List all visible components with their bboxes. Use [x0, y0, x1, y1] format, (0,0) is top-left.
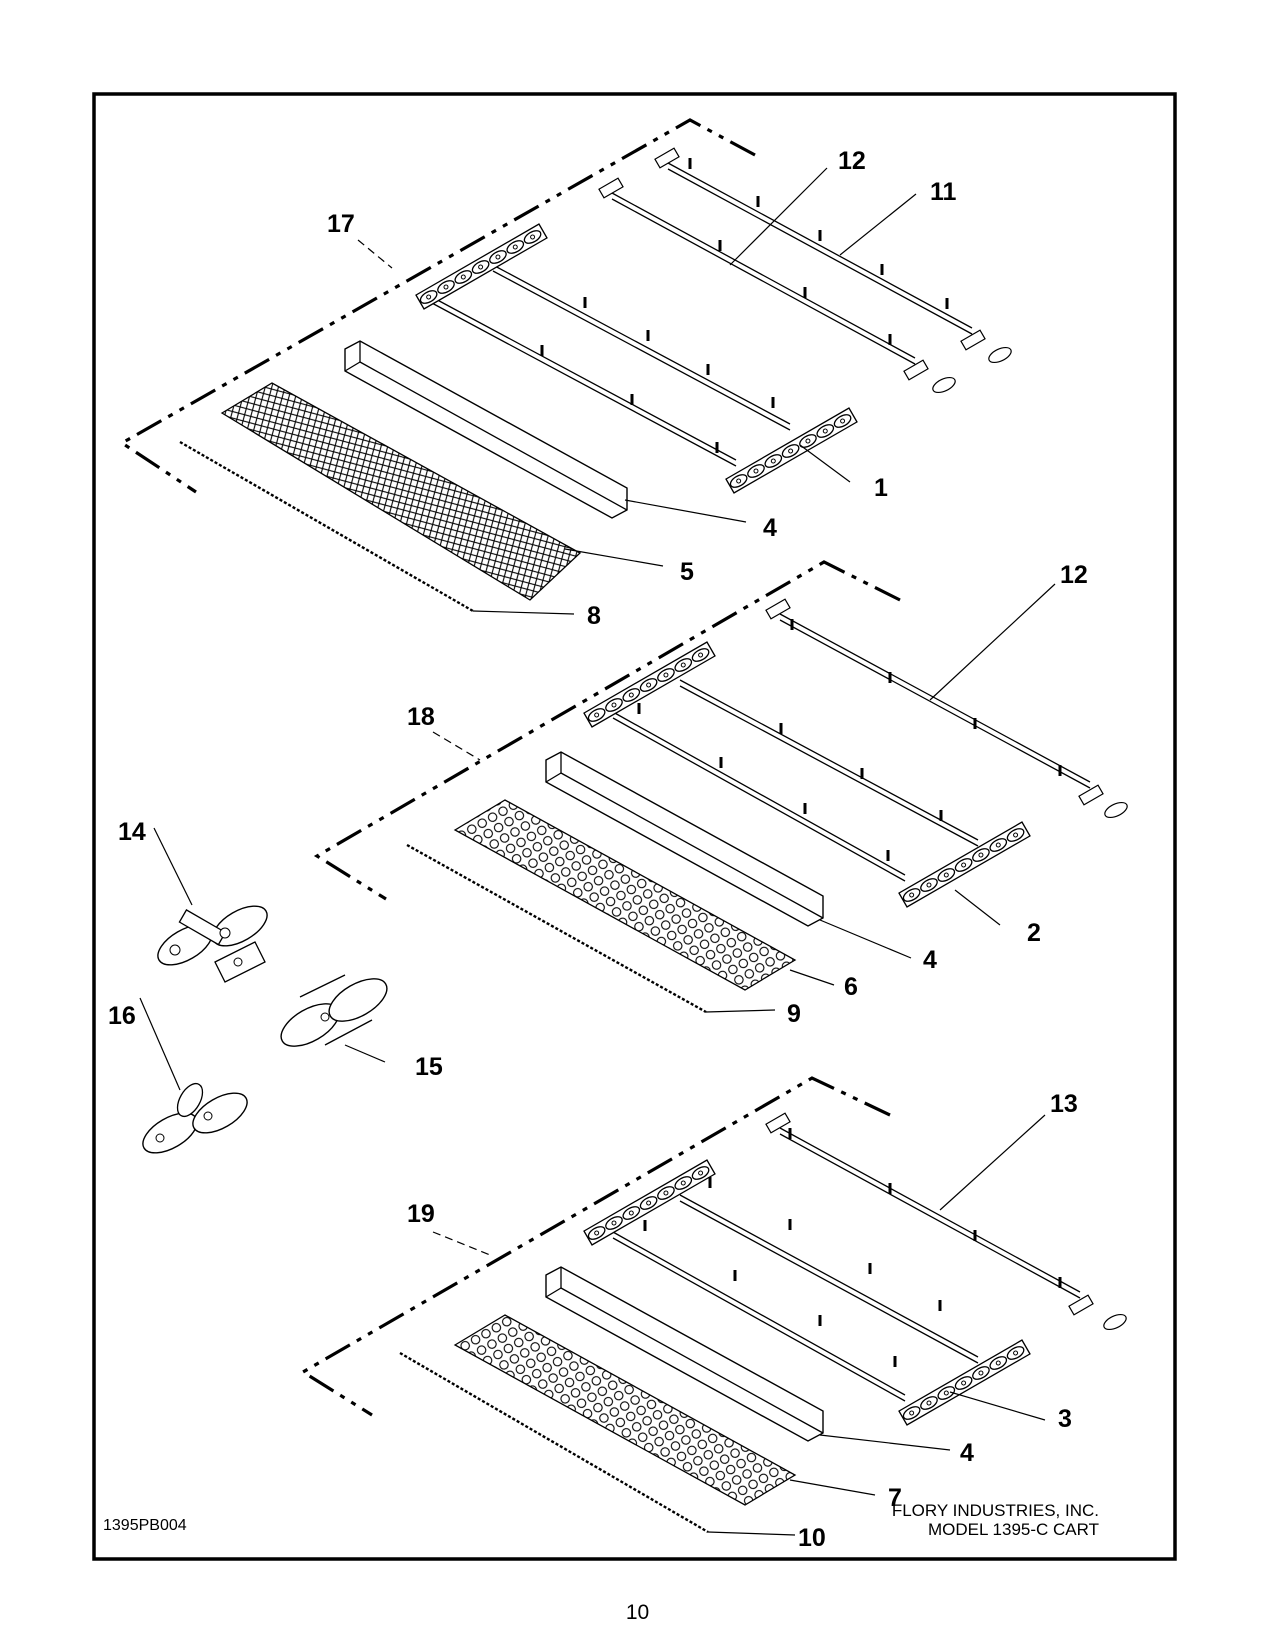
assembly-18-bracket: [313, 560, 901, 901]
callout-3: 3: [1058, 1405, 1072, 1433]
assembly-18: [313, 560, 1128, 1014]
chain-rail-assembly-1: [415, 147, 1012, 494]
callout-13: 13: [1050, 1090, 1078, 1118]
assembly-19-bracket: [299, 1076, 891, 1417]
angle-bar-1: [344, 340, 628, 519]
drawing-number: 1395PB004: [103, 1517, 187, 1534]
callout-8: 8: [587, 602, 601, 630]
callout-12b: 12: [1060, 561, 1088, 589]
callout-4a: 4: [763, 514, 777, 542]
callout-10: 10: [798, 1524, 826, 1552]
assembly-17-bracket: [118, 118, 756, 494]
callout-5: 5: [680, 558, 694, 586]
callout-14: 14: [118, 818, 146, 846]
drawing-frame: [92, 92, 1177, 1561]
callout-6: 6: [844, 973, 858, 1001]
title-block: FLORY INDUSTRIES, INC. MODEL 1395-C CART: [892, 1501, 1099, 1539]
mesh-belt-6: [453, 799, 797, 991]
chain-rail-assembly-2: [583, 598, 1128, 908]
page-number: 10: [625, 1601, 650, 1624]
chain-rail-assembly-3: [583, 1112, 1127, 1426]
assembly-17: [118, 118, 1012, 615]
callout-11: 11: [930, 178, 957, 206]
roller-link-15: [280, 974, 388, 1047]
angle-bar-3: [545, 1266, 824, 1442]
callout-18: 18: [407, 703, 435, 731]
callout-16: 16: [108, 1002, 136, 1030]
wire-8: [179, 440, 474, 613]
mesh-belt-5: [220, 382, 582, 601]
callout-9: 9: [787, 1000, 801, 1028]
callout-15: 15: [415, 1053, 443, 1081]
wire-10: [399, 1351, 709, 1534]
callout-2: 2: [1027, 919, 1041, 947]
mesh-belt-7: [453, 1314, 797, 1506]
wire-9: [406, 843, 707, 1014]
callout-4c: 4: [960, 1439, 974, 1467]
offset-link-16: [142, 1082, 248, 1154]
callout-7: 7: [888, 1484, 902, 1512]
callout-12a: 12: [838, 147, 866, 175]
model-name: MODEL 1395-C CART: [928, 1520, 1099, 1539]
callout-1: 1: [874, 474, 888, 502]
assembly-19: [299, 1076, 1127, 1536]
callout-17: 17: [327, 210, 355, 238]
callout-19: 19: [407, 1200, 435, 1228]
callout-4b: 4: [923, 946, 937, 974]
connecting-link-14: [157, 905, 268, 983]
company-name: FLORY INDUSTRIES, INC.: [891, 1501, 1099, 1520]
angle-bar-2: [545, 751, 824, 927]
